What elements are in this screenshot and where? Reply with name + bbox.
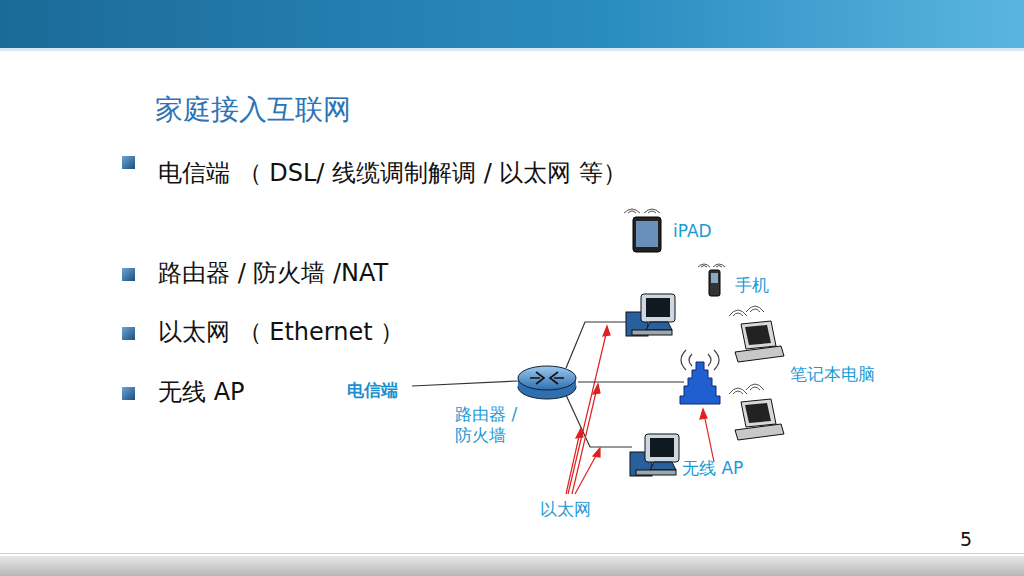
ethernet-callout-arrows — [566, 326, 610, 494]
router-label: 路由器 / 防火墙 — [455, 404, 535, 447]
laptop-icon — [729, 306, 784, 362]
page-number: 5 — [960, 528, 972, 552]
slide-title: 家庭接入互联网 — [155, 92, 351, 127]
desktop-computer — [626, 294, 675, 336]
device-label: 笔记本电脑 — [790, 364, 875, 385]
ethernet-wire — [566, 322, 628, 368]
uplink-wire — [412, 381, 518, 386]
bullet-square — [122, 156, 135, 169]
wireless-ap-symbol — [672, 340, 732, 410]
ethernet-label: 以太网 — [540, 499, 591, 520]
bullet-text: 电信端 （ DSL/ 线缆调制解调 / 以太网 等） — [158, 146, 628, 200]
router-node: 路由器 / 防火墙 — [455, 362, 580, 457]
top-bar — [0, 0, 1024, 48]
tablet-icon — [624, 209, 661, 252]
router-symbol — [516, 362, 578, 402]
bullet-square — [122, 327, 135, 340]
device-label: iPAD — [673, 221, 712, 242]
bullet-text: 以太网 （ Ethernet ） — [158, 317, 404, 347]
device-label: 手机 — [735, 275, 769, 296]
laptop-icon — [729, 384, 784, 440]
access-point-node: 无线 AP — [672, 340, 767, 490]
bullet-square — [122, 268, 135, 281]
ethernet-wire — [578, 381, 684, 382]
desktop-computer — [630, 434, 679, 476]
ap-callout-arrow — [700, 409, 714, 462]
top-bar-rule — [0, 48, 1024, 51]
bullet-text: 无线 AP — [158, 377, 245, 407]
bottom-bar-rule — [0, 553, 1024, 554]
ethernet-wire — [566, 395, 632, 447]
bullet-text: 路由器 / 防火墙 /NAT — [158, 258, 388, 288]
uplink-label: 电信端 — [347, 380, 398, 401]
bullet-square — [122, 387, 135, 400]
phone-icon — [698, 264, 725, 296]
ap-label: 无线 AP — [682, 458, 743, 479]
bottom-bar — [0, 556, 1024, 576]
